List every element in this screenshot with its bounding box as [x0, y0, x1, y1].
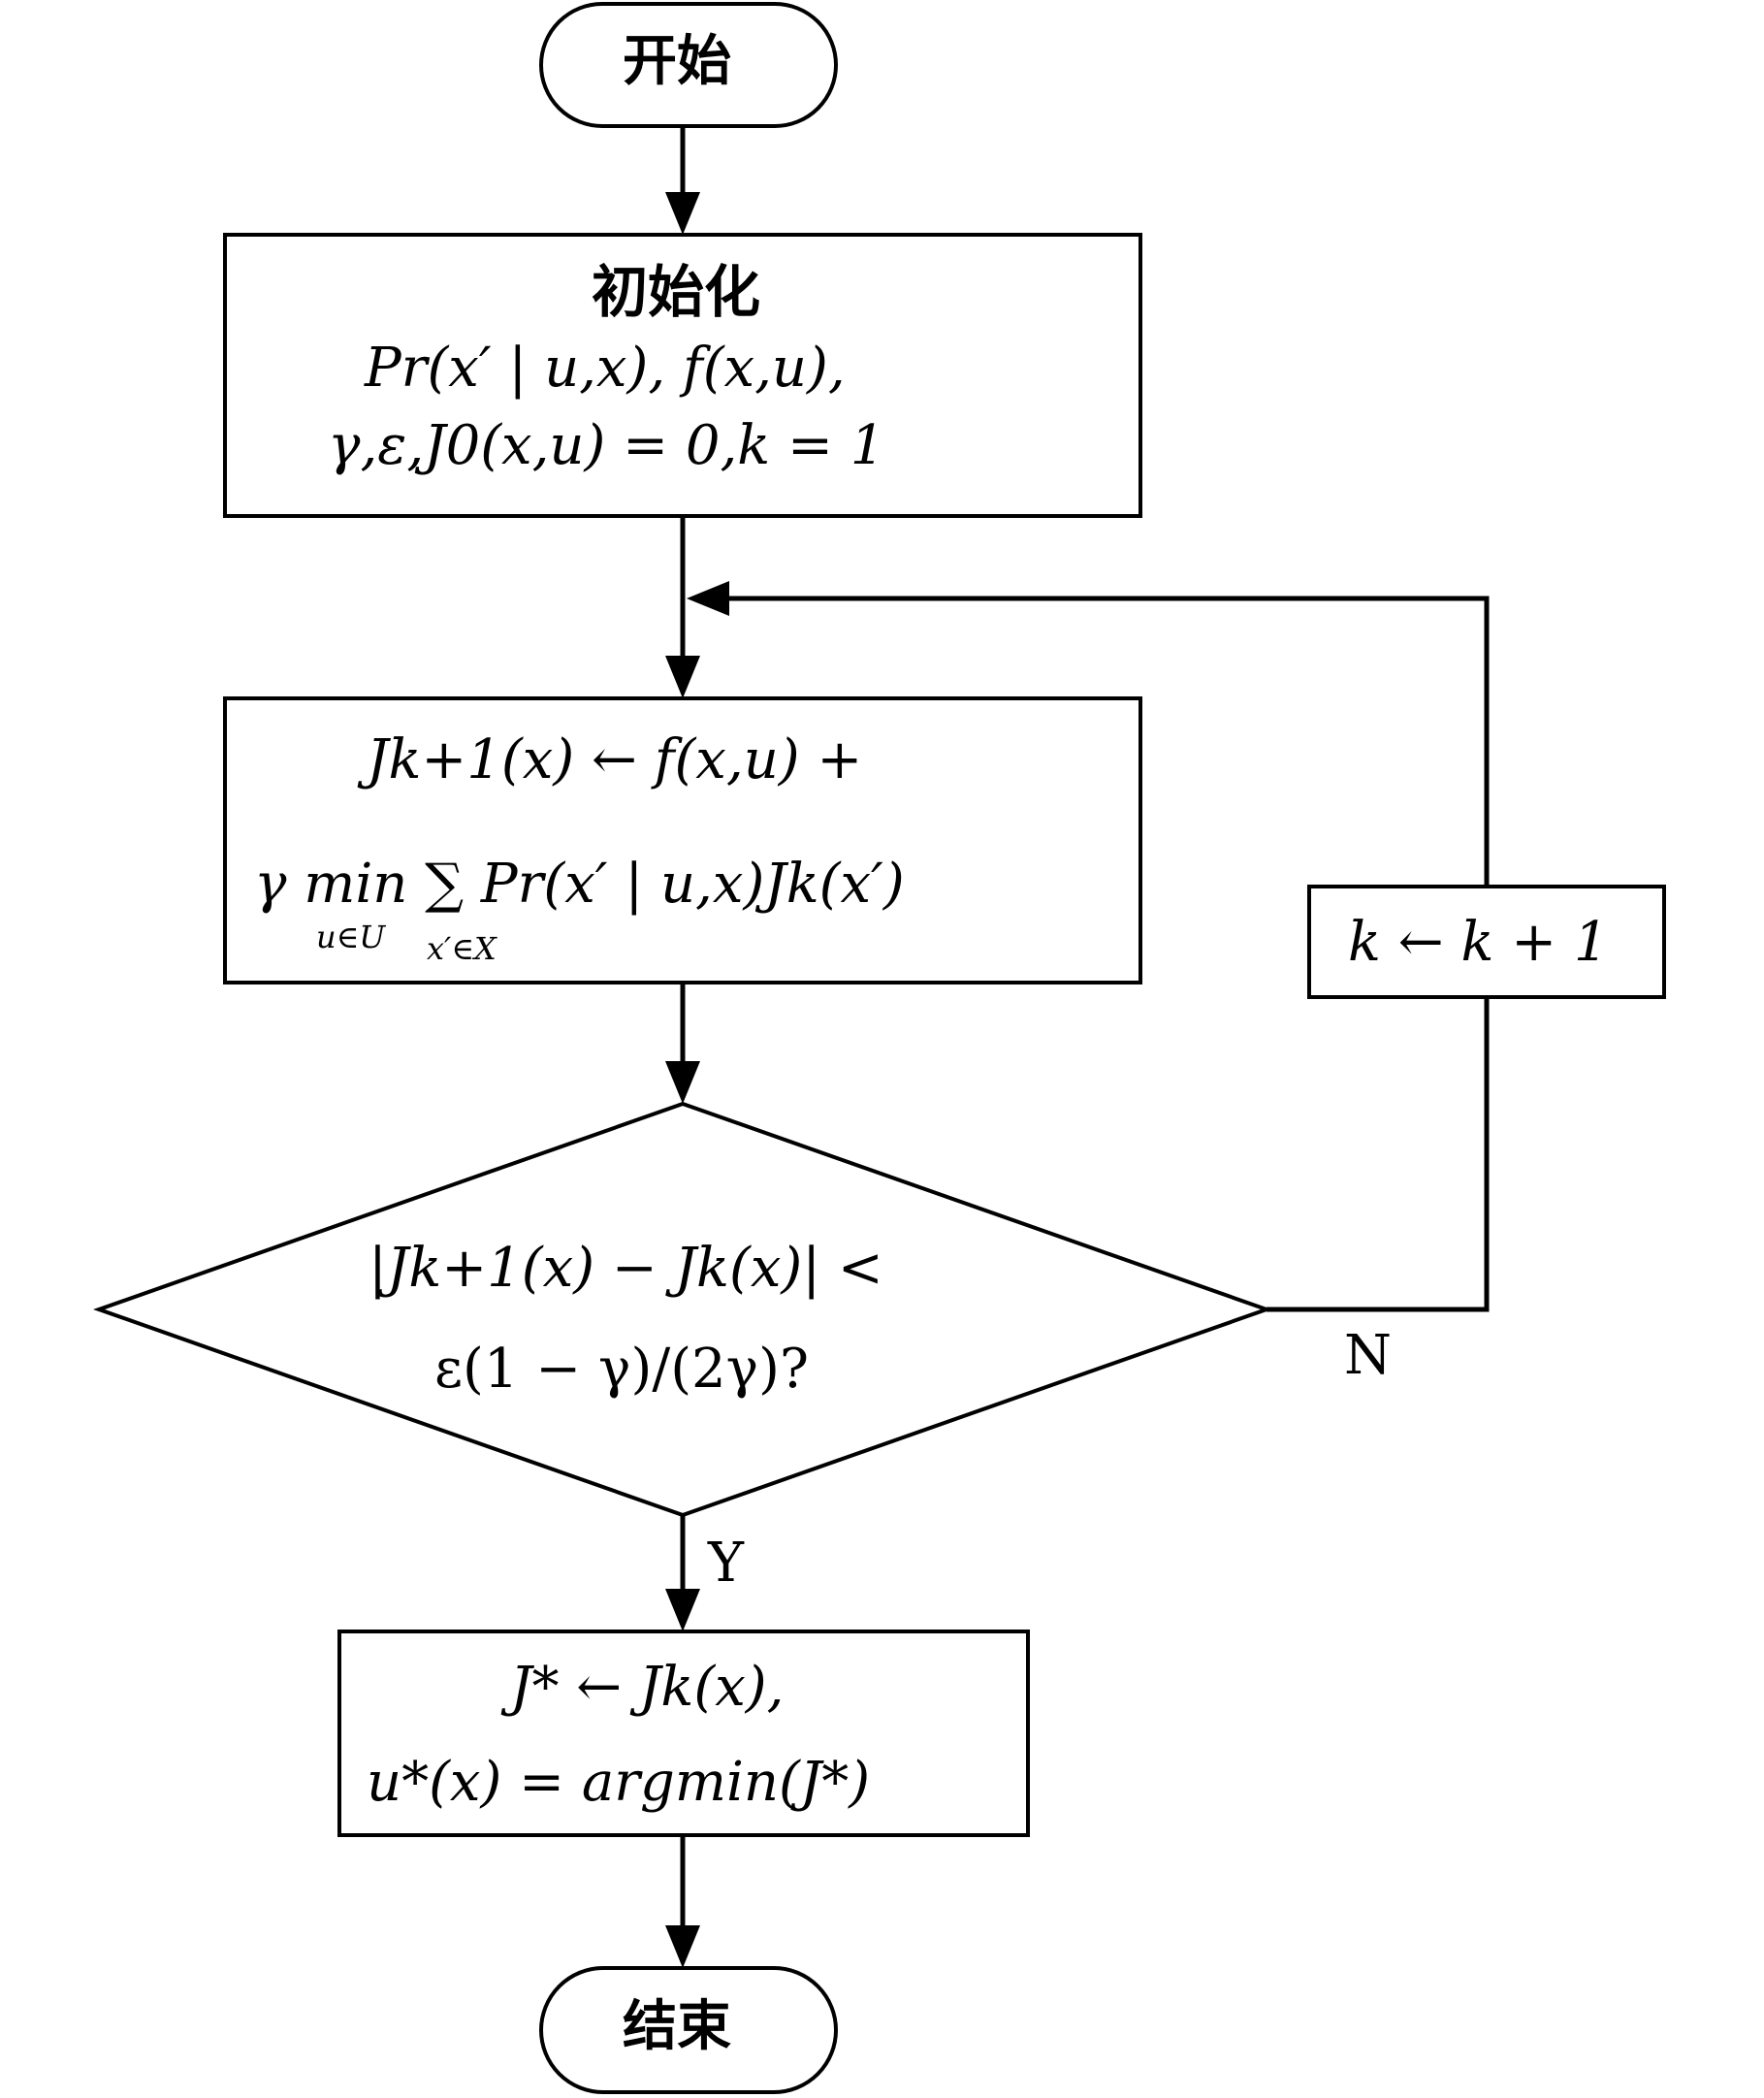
end-label: 结束	[623, 1995, 731, 2058]
init-box	[223, 233, 1142, 518]
edge-increment-to-loop	[725, 596, 1490, 887]
result-line1: J* ← Jk(x),	[510, 1656, 785, 1719]
arrowhead-result	[665, 1589, 700, 1631]
end-terminal	[539, 1966, 838, 2094]
init-line1: Pr(x′ | u,x), f(x,u),	[365, 337, 846, 400]
arrowhead-init	[665, 192, 700, 235]
increment-label: k ← k + 1	[1348, 911, 1609, 974]
start-terminal	[539, 2, 838, 128]
arrowhead-loop	[687, 581, 729, 616]
edge-decision-no-to-increment	[1267, 997, 1490, 1312]
result-line2: u*(x) = argmin(J*)	[367, 1751, 871, 1814]
decision-line1: |Jk+1(x) − Jk(x)| <	[369, 1237, 883, 1300]
arrowhead-end	[665, 1925, 700, 1968]
start-label: 开始	[623, 30, 731, 93]
init-title: 初始化	[592, 259, 761, 325]
increment-box	[1307, 885, 1666, 999]
edge-label-yes: Y	[708, 1532, 744, 1595]
update-sum-subscript: x′∈X	[427, 930, 497, 967]
update-min-subscript: u∈U	[316, 919, 386, 955]
arrowhead-decision	[665, 1061, 700, 1104]
decision-line2: ε(1 − γ)/(2γ)?	[434, 1338, 810, 1401]
update-line1: Jk+1(x) ← f(x,u) +	[367, 728, 863, 791]
update-line2: γ min ∑ Pr(x′ | u,x)Jk(x′)	[254, 853, 905, 916]
decision-diamond	[92, 1101, 1273, 1518]
edge-label-no: N	[1344, 1324, 1392, 1387]
arrowhead-update	[665, 656, 700, 698]
init-line2: γ,ε,J0(x,u) = 0,k = 1	[328, 414, 885, 477]
